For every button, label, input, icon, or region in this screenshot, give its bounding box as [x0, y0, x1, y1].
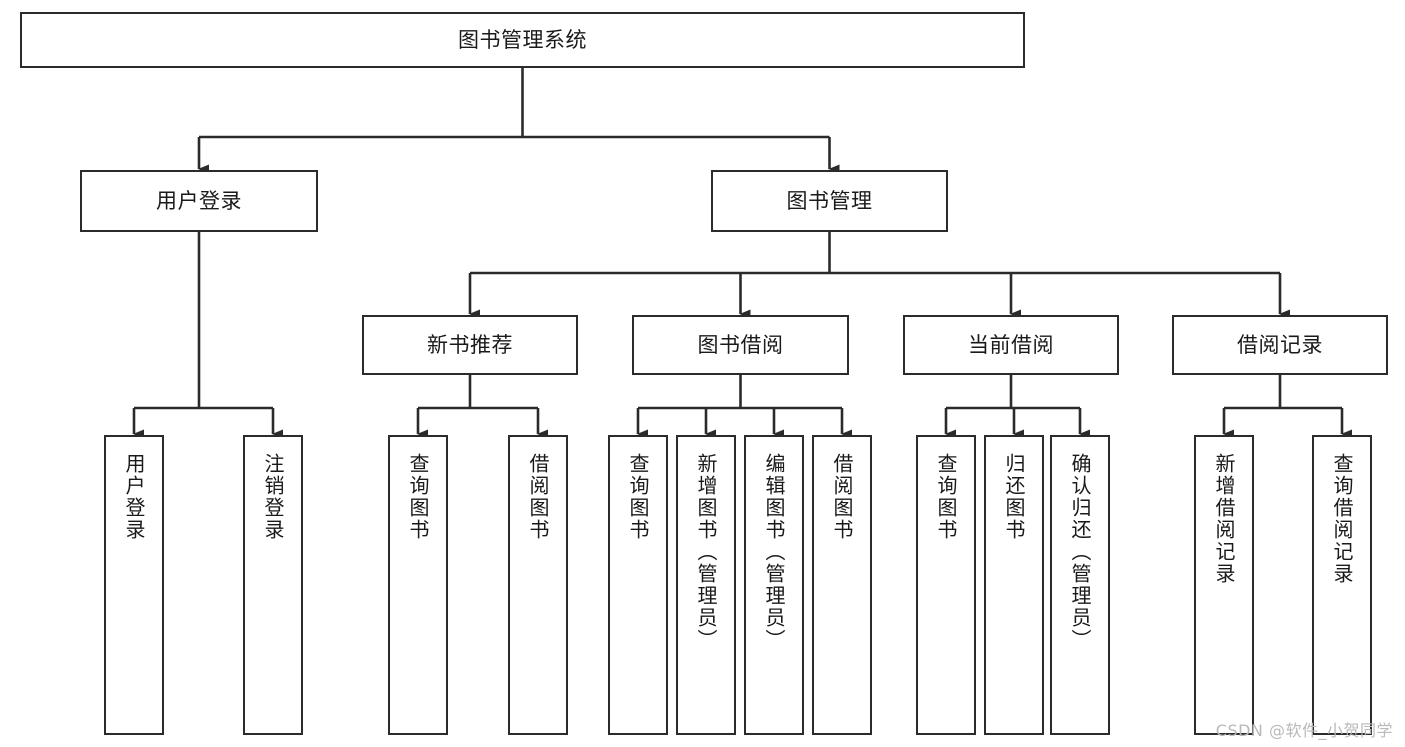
node-label: 当前借阅: [968, 332, 1054, 357]
node-label: 用户登录: [122, 453, 146, 541]
node-label: 新书推荐: [427, 332, 513, 357]
node-leaf-borrow-query: 查询图书: [608, 435, 668, 735]
node-leaf-rec-query: 查询图书: [388, 435, 448, 735]
node-label: 注销登录: [261, 453, 285, 541]
node-label: 新增借阅记录: [1212, 453, 1236, 585]
node-label: 借阅图书: [830, 453, 854, 541]
node-borrow-record: 借阅记录: [1172, 315, 1388, 375]
node-label: 归还图书: [1002, 453, 1026, 541]
node-current-borrow: 当前借阅: [903, 315, 1119, 375]
node-leaf-borrow-add: 新增图书（管理员）: [676, 435, 736, 735]
node-book-manage: 图书管理: [711, 170, 948, 232]
node-leaf-rec-borrow: 借阅图书: [508, 435, 568, 735]
node-leaf-user-login: 用户登录: [104, 435, 164, 735]
node-label: 图书借阅: [697, 332, 784, 357]
node-new-book-rec: 新书推荐: [362, 315, 578, 375]
node-label: 图书管理系统: [458, 27, 587, 52]
node-book-borrow: 图书借阅: [632, 315, 849, 375]
node-leaf-rec-search: 查询借阅记录: [1312, 435, 1372, 735]
node-label: 新增图书（管理员）: [694, 453, 718, 651]
node-label: 查询图书: [406, 453, 430, 541]
node-leaf-borrow-do: 借阅图书: [812, 435, 872, 735]
node-label: 查询图书: [934, 453, 958, 541]
node-leaf-borrow-edit: 编辑图书（管理员）: [744, 435, 804, 735]
node-user-login: 用户登录: [80, 170, 318, 232]
node-label: 确认归还（管理员）: [1068, 453, 1092, 651]
node-leaf-cur-return: 归还图书: [984, 435, 1044, 735]
node-label: 借阅图书: [526, 453, 550, 541]
node-leaf-rec-add: 新增借阅记录: [1194, 435, 1254, 735]
node-leaf-cur-confirm: 确认归还（管理员）: [1050, 435, 1110, 735]
node-label: 编辑图书（管理员）: [762, 453, 786, 651]
node-label: 图书管理: [786, 188, 873, 213]
node-label: 用户登录: [156, 188, 242, 213]
node-leaf-cur-query: 查询图书: [916, 435, 976, 735]
node-leaf-user-logout: 注销登录: [243, 435, 303, 735]
node-label: 借阅记录: [1237, 332, 1323, 357]
csdn-watermark: CSDN @软件_小贺同学: [1215, 721, 1393, 740]
node-label: 查询图书: [626, 453, 650, 541]
node-root: 图书管理系统: [20, 12, 1025, 68]
node-label: 查询借阅记录: [1330, 453, 1354, 585]
